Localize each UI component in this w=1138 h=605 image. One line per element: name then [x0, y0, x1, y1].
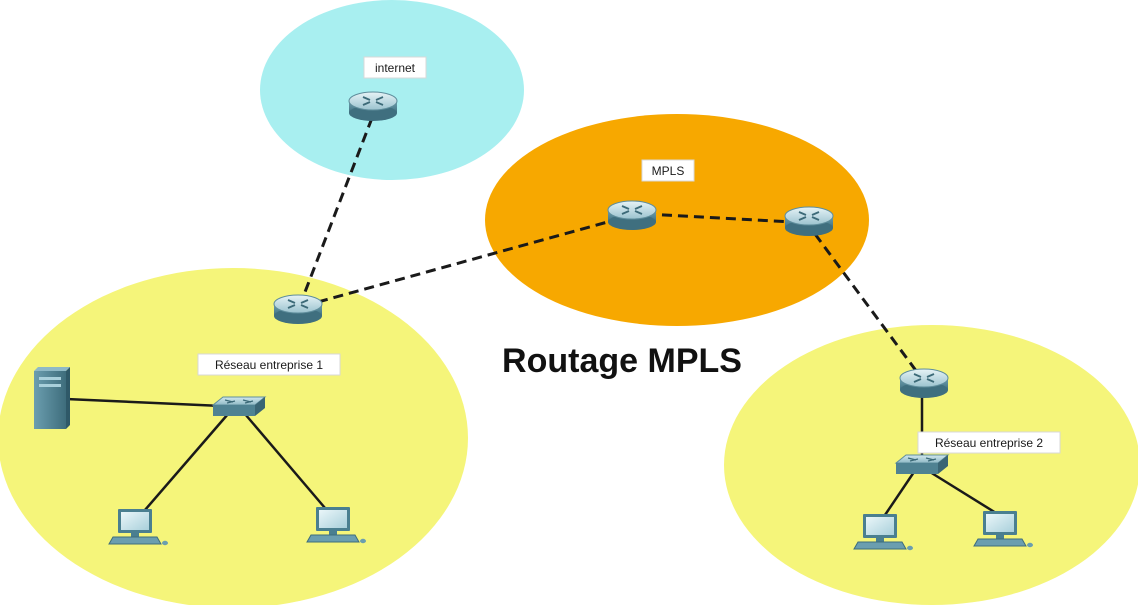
router-icon: [784, 206, 834, 237]
router-icon: [348, 91, 398, 122]
router-enterprise-2[interactable]: [899, 368, 949, 399]
server-icon: [34, 367, 70, 429]
svg-text:Réseau entreprise 2: Réseau entreprise 2: [935, 436, 1043, 450]
zone-mpls: [485, 114, 869, 326]
link-server-to-switch-1: [65, 397, 223, 408]
label-mpls: MPLS: [641, 159, 695, 182]
router-enterprise-1[interactable]: [273, 294, 323, 325]
link-switch-2-to-pc-4: [929, 470, 997, 515]
link-switch-1-to-pc-2: [244, 413, 326, 509]
link-switch-2-to-pc-3: [883, 471, 916, 516]
link-mpls-router-2-to-e2-router: [813, 233, 919, 373]
links: [65, 117, 997, 516]
router-internet[interactable]: [348, 91, 398, 122]
link-mpls-router-1-to-mpls-router-2: [645, 212, 793, 224]
label-enterprise-1: Réseau entreprise 1: [197, 353, 341, 376]
svg-text:Réseau entreprise 1: Réseau entreprise 1: [215, 358, 323, 372]
switch-icon: [212, 396, 266, 417]
router-icon: [899, 368, 949, 399]
router-mpls-2[interactable]: [784, 206, 834, 237]
label-enterprise-2: Réseau entreprise 2: [917, 431, 1061, 454]
switch-enterprise-1[interactable]: [212, 396, 266, 417]
link-switch-1-to-pc-1: [144, 413, 229, 511]
switch-enterprise-2[interactable]: [895, 454, 949, 475]
router-mpls-1[interactable]: [607, 200, 657, 231]
diagram-title: Routage MPLS: [502, 342, 742, 380]
switch-icon: [895, 454, 949, 475]
svg-text:MPLS: MPLS: [652, 164, 685, 178]
zone-enterprise-1: [0, 268, 468, 605]
link-e1-router-to-mpls-router-1: [317, 216, 623, 304]
router-icon: [607, 200, 657, 231]
router-icon: [273, 294, 323, 325]
svg-text:internet: internet: [375, 61, 416, 75]
server-enterprise-1[interactable]: [34, 367, 70, 429]
label-internet: internet: [363, 56, 427, 79]
zone-internet: [260, 0, 524, 180]
